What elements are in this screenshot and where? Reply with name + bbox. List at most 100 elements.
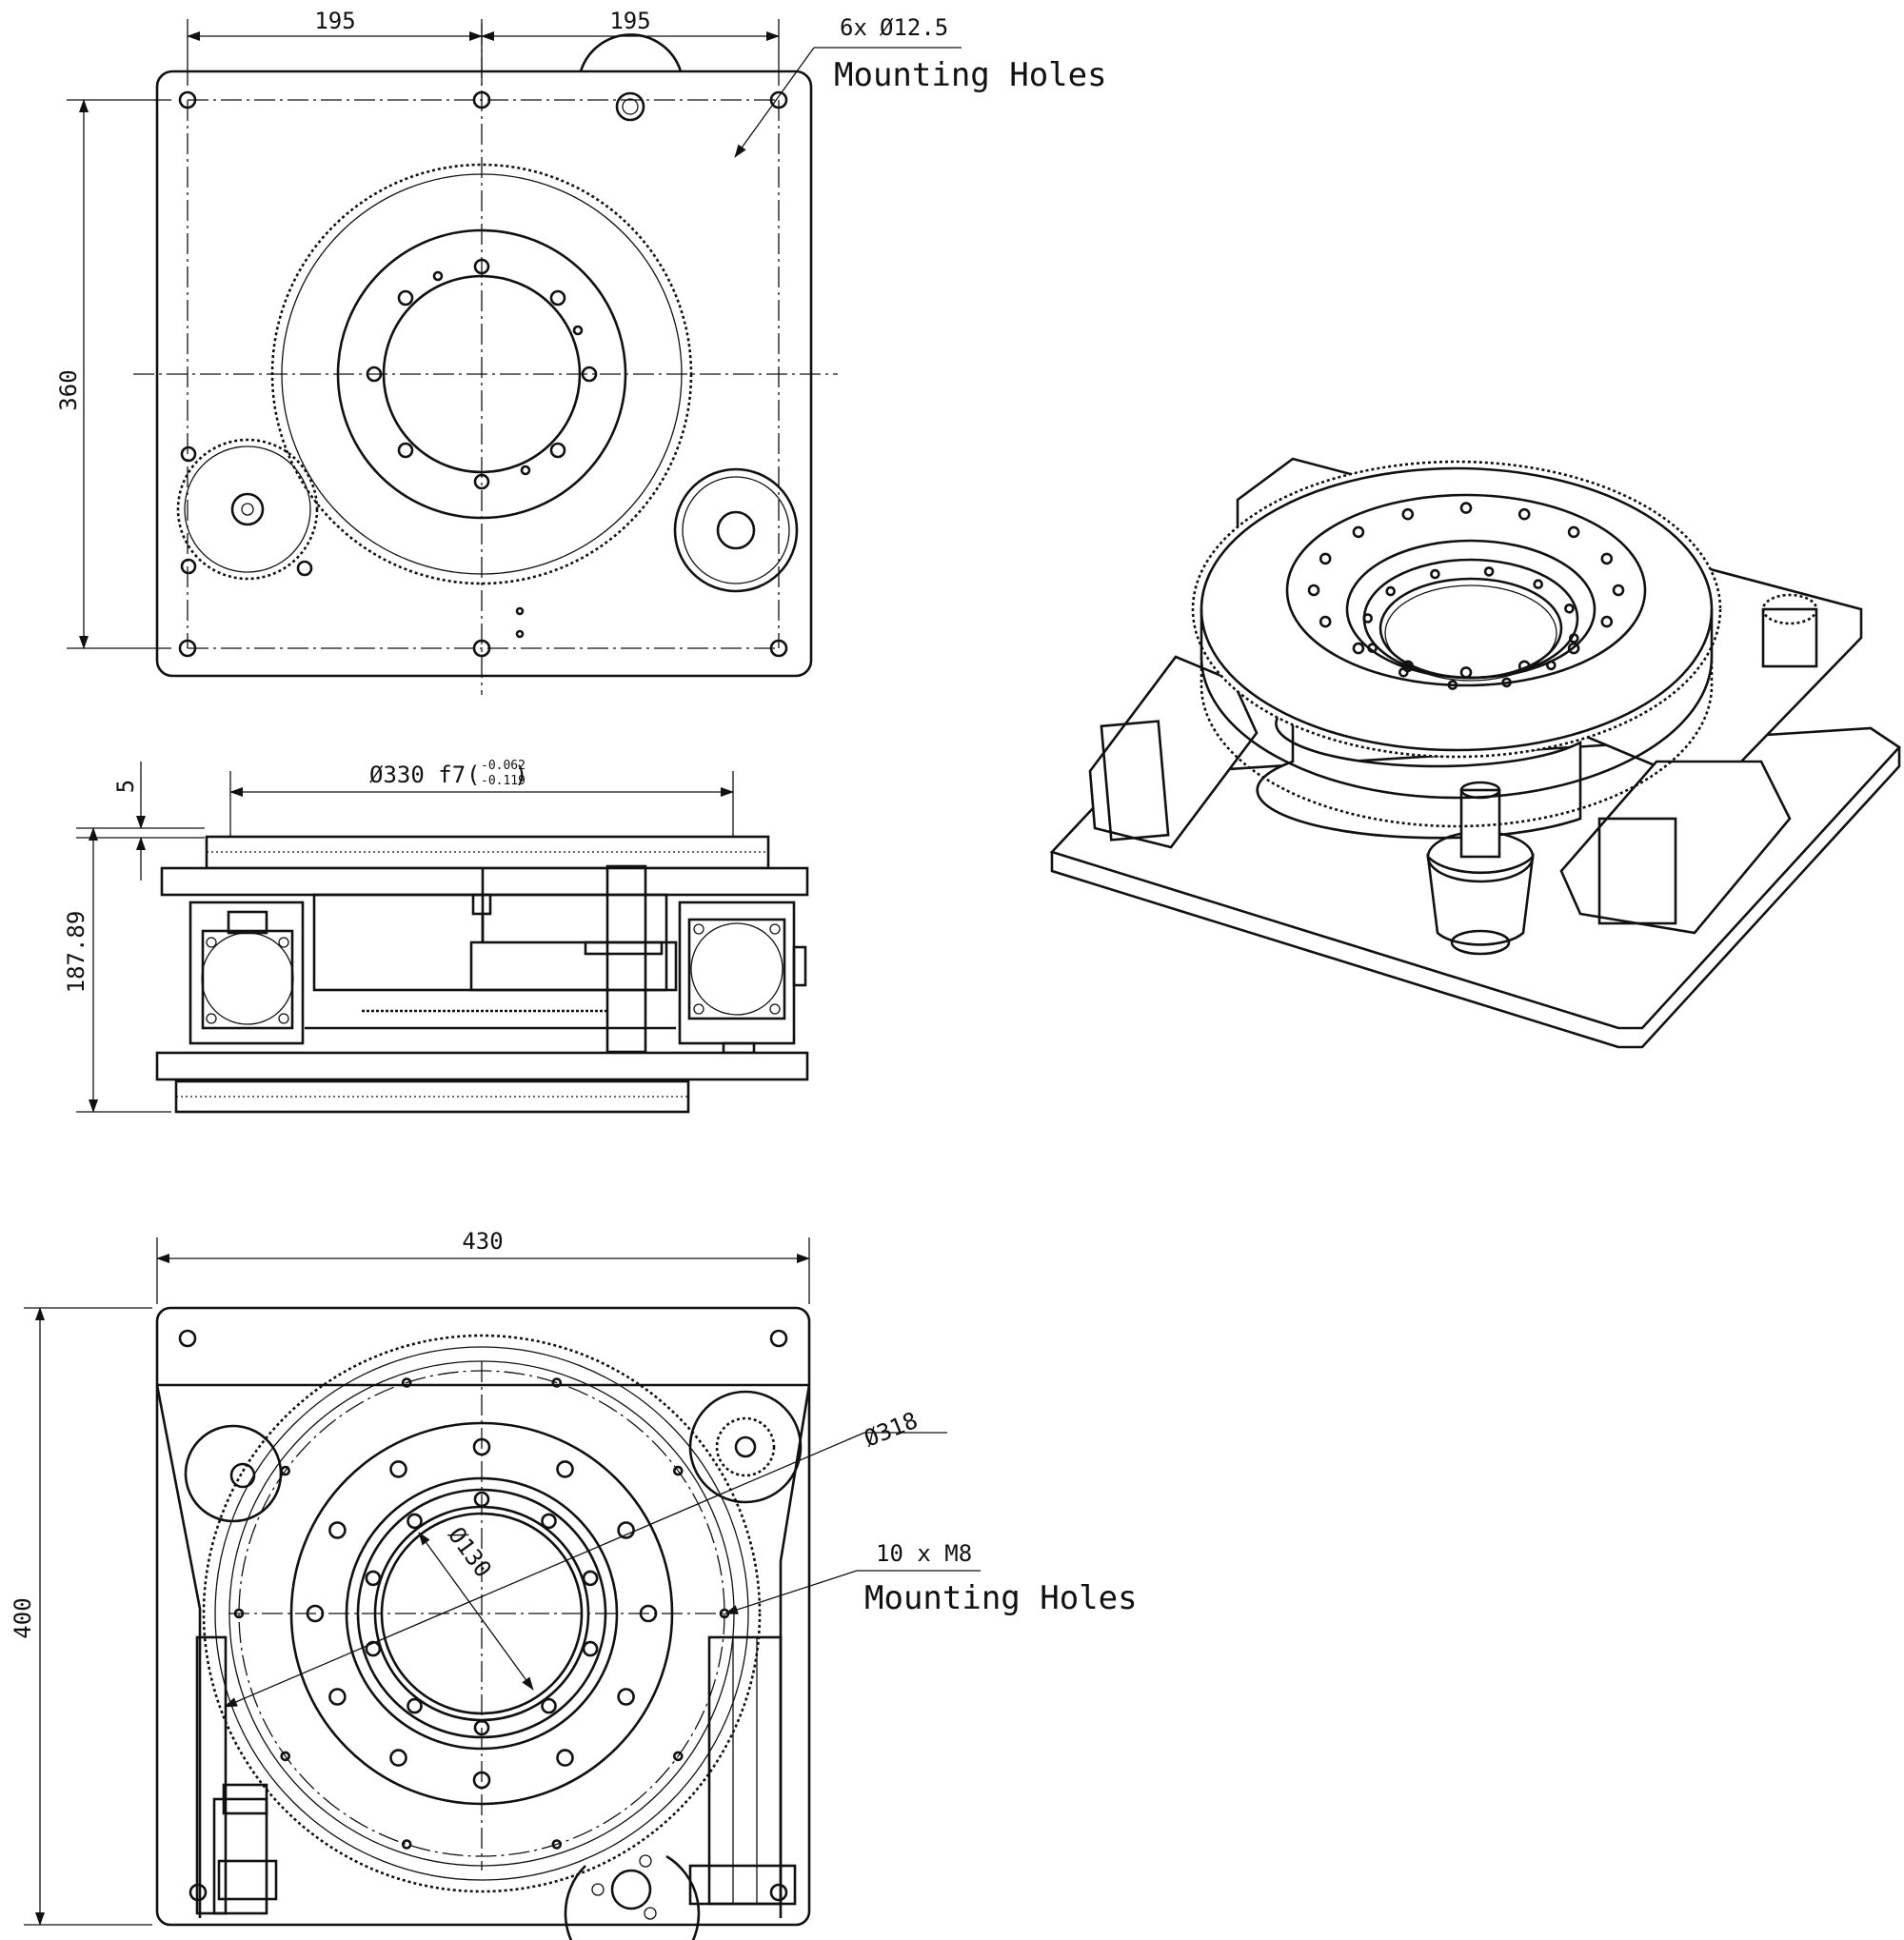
- hole: [1546, 660, 1557, 671]
- hole: [472, 1437, 491, 1456]
- bottom-dim-width: 430: [462, 1228, 503, 1255]
- bottom-view-outer-holes: [233, 1377, 730, 1850]
- hole: [1398, 666, 1409, 678]
- hole: [639, 1604, 658, 1623]
- hole: [473, 1491, 490, 1508]
- top-dim-width-left: 195: [314, 8, 355, 34]
- hole: [401, 1839, 412, 1850]
- hole: [1352, 525, 1365, 539]
- top-holes-label: Mounting Holes: [834, 56, 1107, 94]
- bottom-view: 430 400 Ø318 Ø130 10 x M8 Mounting Holes: [10, 1228, 1138, 1940]
- bottom-holes-label: Mounting Holes: [864, 1579, 1138, 1617]
- side-dim-diameter: Ø330 f7: [369, 762, 466, 788]
- hole: [556, 1460, 574, 1478]
- side-view-motor-right: [678, 901, 807, 1055]
- iso-motor-right: [1559, 760, 1792, 935]
- bottom-holes-spec: 10 x M8: [876, 1540, 972, 1567]
- bottom-view-base-plate: [155, 1306, 811, 1927]
- hole: [1517, 507, 1531, 521]
- top-view-ring-gear: [270, 163, 693, 585]
- hole: [541, 1513, 557, 1530]
- hole: [556, 1749, 574, 1767]
- hole: [389, 1460, 407, 1478]
- side-view: Ø330 f7 ( -0.062 -0.119 ) 5 187.89: [63, 759, 809, 1114]
- hole: [1430, 568, 1440, 580]
- top-view-pinion: [176, 438, 319, 581]
- hole: [1401, 507, 1415, 521]
- hole: [551, 1839, 563, 1850]
- hole: [1459, 502, 1473, 514]
- hole: [328, 1521, 347, 1539]
- side-dim-top-offset: 5: [112, 780, 139, 793]
- svg-text:(: (: [466, 762, 480, 788]
- hole: [472, 1771, 491, 1790]
- hole: [617, 1521, 635, 1539]
- top-dim-width-right: 195: [609, 8, 650, 34]
- hole: [672, 1465, 684, 1476]
- hole: [233, 1608, 245, 1619]
- bottom-dim-inner: Ø130: [443, 1522, 497, 1582]
- hole: [1319, 552, 1332, 565]
- hole: [1307, 584, 1320, 597]
- hole: [582, 1570, 599, 1587]
- hole: [1533, 579, 1543, 590]
- hole: [473, 1719, 490, 1736]
- hole: [328, 1688, 347, 1706]
- hole: [1569, 633, 1579, 643]
- bottom-view-ring-gear: [202, 1334, 762, 1893]
- iso-ring-gear: [1191, 460, 1722, 759]
- hole: [280, 1751, 291, 1762]
- top-view-dimensions: 195 195 360 6x Ø12.5 Mounting Holes: [55, 8, 1107, 649]
- hole: [1600, 552, 1614, 565]
- top-view-idler: [673, 467, 799, 593]
- bottom-view-mid-holes: [306, 1437, 658, 1790]
- side-view-motor-left: [188, 901, 305, 1045]
- hole: [365, 1570, 382, 1587]
- isometric-view: [1049, 457, 1901, 1049]
- hole: [541, 1697, 557, 1714]
- hole: [1362, 613, 1373, 624]
- top-view: 195 195 360 6x Ø12.5 Mounting Holes: [55, 8, 1107, 695]
- hole: [582, 1640, 599, 1657]
- bottom-dim-pcd: Ø318: [861, 1407, 922, 1453]
- hole: [617, 1688, 635, 1706]
- hole: [1483, 566, 1495, 577]
- bottom-view-inner-holes: [365, 1491, 599, 1736]
- hole: [280, 1465, 291, 1476]
- hole: [1600, 615, 1614, 628]
- hole: [306, 1604, 325, 1623]
- hole: [365, 1640, 382, 1657]
- hole: [1459, 666, 1473, 679]
- hole: [1352, 642, 1365, 655]
- top-holes-count: 6x: [840, 14, 867, 41]
- side-dim-height: 187.89: [63, 911, 89, 994]
- top-dim-height: 360: [55, 369, 82, 410]
- hole: [1385, 585, 1396, 597]
- bottom-view-pinion: [688, 1390, 803, 1504]
- top-view-mounting-holes: [178, 90, 788, 658]
- hole: [1517, 660, 1531, 673]
- hole: [1564, 603, 1575, 614]
- hole: [1447, 680, 1458, 690]
- bottom-dim-height: 400: [10, 1597, 36, 1638]
- svg-text:): ): [514, 762, 527, 788]
- iso-flange-holes: [1307, 502, 1625, 690]
- side-view-dimensions: Ø330 f7 ( -0.062 -0.119 ) 5 187.89: [63, 759, 734, 1113]
- side-dim-tol-upper: -0.062: [481, 759, 526, 773]
- hole: [1319, 615, 1332, 628]
- hole: [389, 1749, 407, 1767]
- top-holes-diameter: Ø12.5: [880, 14, 948, 41]
- hole: [407, 1697, 423, 1714]
- hole: [407, 1513, 423, 1530]
- hole: [672, 1751, 684, 1762]
- hole: [1567, 525, 1580, 539]
- hole: [401, 1377, 412, 1388]
- hole: [551, 1377, 563, 1388]
- side-dim-tol-lower: -0.119: [481, 774, 526, 788]
- hole: [1501, 677, 1512, 688]
- hole: [1367, 643, 1378, 654]
- hole: [1567, 642, 1580, 655]
- top-view-flange-holes: [366, 258, 598, 490]
- hole: [1612, 584, 1625, 597]
